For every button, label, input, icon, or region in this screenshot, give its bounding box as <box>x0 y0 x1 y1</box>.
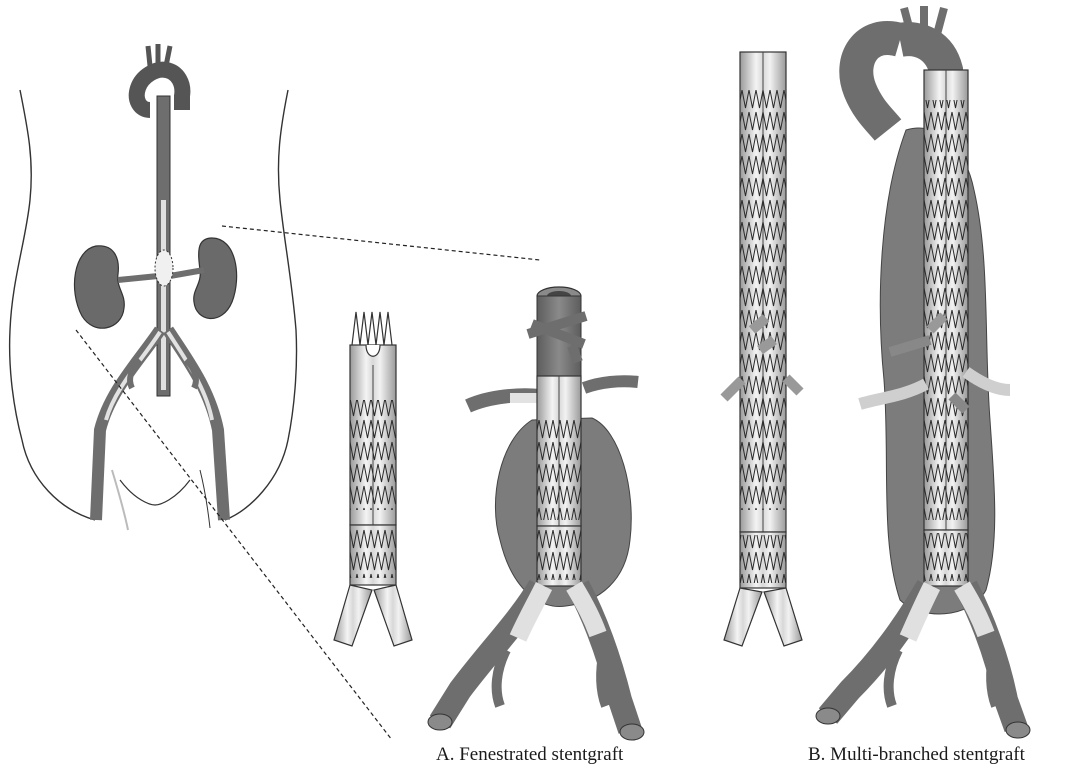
torso-outline <box>10 90 297 440</box>
branched-deployed <box>816 6 1030 738</box>
visceral-branch-3 <box>572 346 578 362</box>
side-branch-3 <box>724 380 742 398</box>
kidney-right <box>194 238 237 319</box>
iliac-left <box>96 330 160 520</box>
thigh-line-right <box>200 470 210 528</box>
caption-fenestrated: A. Fenestrated stentgraft <box>436 744 623 766</box>
deployed-internal-iliac-left <box>889 650 898 706</box>
branched-device <box>724 52 802 646</box>
thigh-line-left <box>112 470 128 530</box>
branched-limb-left <box>724 588 762 646</box>
internal-iliac-left <box>497 650 506 706</box>
limb-right <box>374 585 412 646</box>
pelvis-outline <box>22 440 288 520</box>
caption-multi-branched: B. Multi-branched stentgraft <box>808 744 1025 766</box>
kidney-left <box>74 246 124 328</box>
deployed-arch <box>856 38 900 130</box>
branched-limb-right <box>764 588 802 646</box>
groin-outline <box>120 480 190 505</box>
bare-stent-crown <box>352 312 392 345</box>
stent-mesh <box>155 250 173 286</box>
iliac-right <box>168 330 224 520</box>
stent-in-aorta <box>161 200 166 390</box>
limb-left <box>334 585 372 646</box>
internal-iliac-right <box>601 650 606 706</box>
zoom-line-lower <box>76 330 392 740</box>
zoom-line-upper <box>222 226 540 260</box>
deployed-internal-iliac-right <box>991 650 996 706</box>
arch-branches <box>148 44 170 66</box>
fenestrated-device <box>334 312 412 646</box>
fenestrated-deployed <box>428 287 644 740</box>
body-overview <box>10 44 540 740</box>
side-branch-4 <box>786 378 800 392</box>
renal-right-vessel <box>584 381 638 388</box>
